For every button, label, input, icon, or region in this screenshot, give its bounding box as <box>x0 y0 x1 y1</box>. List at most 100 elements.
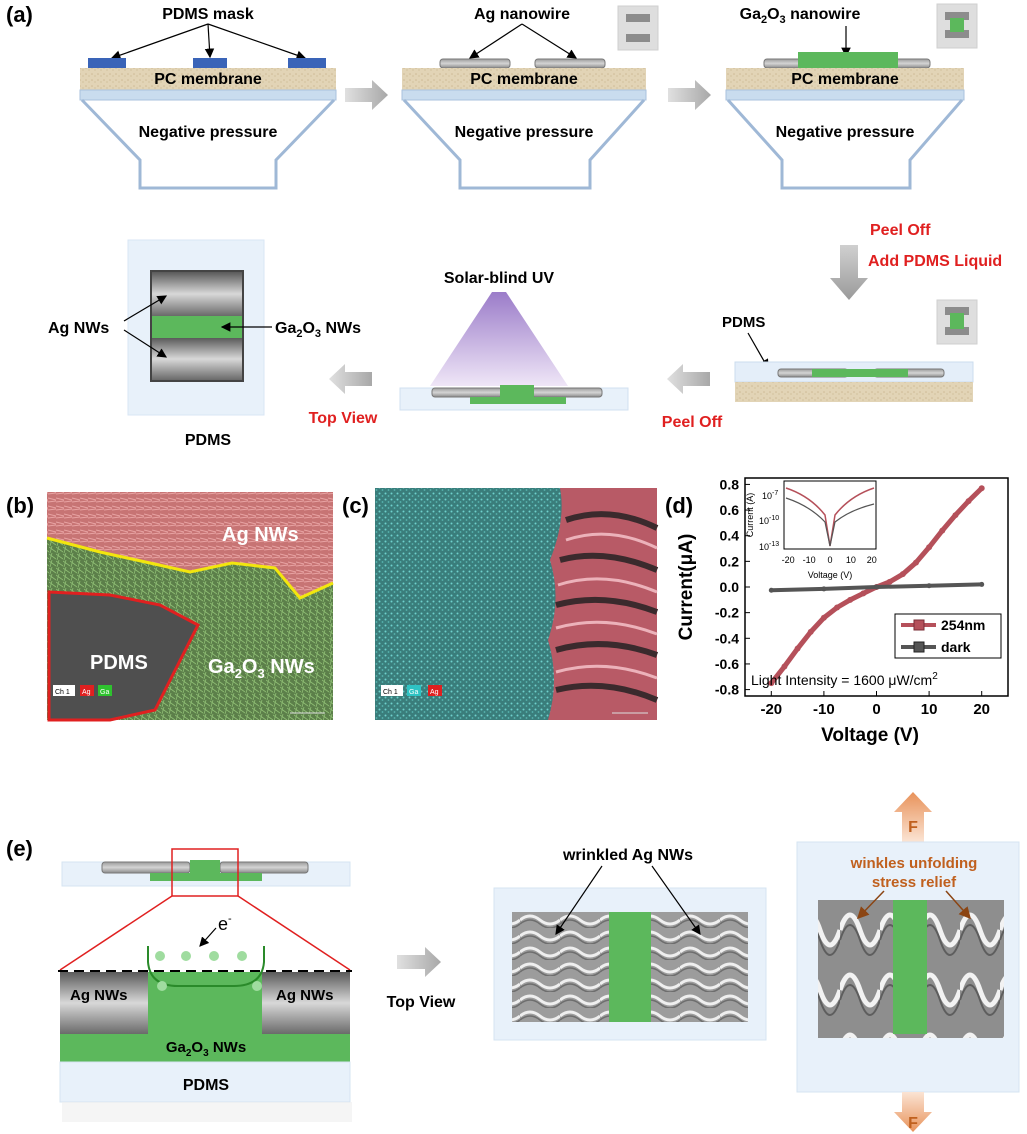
force-arrow-down <box>894 1092 932 1132</box>
data-point-254nm <box>847 596 854 603</box>
y-tick-label: 0.6 <box>720 502 740 518</box>
negative-pressure-label: Negative pressure <box>455 124 594 141</box>
data-point-254nm <box>952 512 959 519</box>
filter-base <box>79 89 337 101</box>
ag-nws-right-label: Ag NWs <box>276 987 334 1004</box>
data-point-254nm <box>939 527 946 534</box>
data-point-254nm <box>926 544 933 551</box>
force-label-bottom: F <box>908 1115 918 1132</box>
top-view-label: Top View <box>309 410 378 427</box>
pc-membrane <box>735 382 973 402</box>
y-tick-label: -0.6 <box>715 656 739 672</box>
funnel <box>80 98 336 190</box>
data-point-254nm <box>807 628 814 635</box>
pdms-label-e: PDMS <box>183 1077 230 1094</box>
data-point-254nm <box>860 590 867 597</box>
data-point-dark <box>926 583 932 589</box>
data-point-254nm <box>768 680 775 687</box>
wrinkled-device: wrinkled Ag NWs <box>493 847 767 1041</box>
sem-image-b: Ag NWs PDMS Ga2O3 NWs Ch 1 Ag Ga <box>46 492 334 722</box>
legend-dark: dark <box>941 639 971 655</box>
light-intensity-annotation: Light Intensity = 1600 μW/cm2 <box>751 671 938 688</box>
pc-membrane-label: PC membrane <box>470 71 578 88</box>
y-tick-label: -0.2 <box>715 605 739 621</box>
ag-nws-electrode <box>262 972 350 1034</box>
panel-label-a: (a) <box>6 2 33 27</box>
inset-x-label: Voltage (V) <box>808 570 853 580</box>
x-tick-label: 10 <box>921 701 938 718</box>
ga2o3-channel <box>152 316 242 338</box>
y-tick-label: 0.2 <box>720 553 740 569</box>
legend-ag: Ag <box>82 689 91 696</box>
step-2-filter: Ag nanowire PC membrane Negative pressur… <box>401 5 659 190</box>
panel-label-b: (b) <box>6 493 34 518</box>
solar-blind-label: Solar-blind UV <box>444 270 555 287</box>
inset-ytick: 10-7 <box>762 490 778 501</box>
peel-off-label-2: Peel Off <box>662 414 723 431</box>
ga2o3-nws-label-b: Ga2O3 NWs <box>208 656 315 681</box>
legend-ag: Ag <box>430 689 439 696</box>
x-axis-label: Voltage (V) <box>821 725 919 746</box>
ga2o3-nws-label-e: Ga2O3 NWs <box>166 1039 246 1059</box>
inset-x-tick-label: -20 <box>782 555 795 565</box>
uv-beam <box>430 292 568 386</box>
legend-ch1: Ch 1 <box>383 689 398 696</box>
ag-nanowire-film <box>439 58 511 69</box>
pc-membrane-label: PC membrane <box>791 71 899 88</box>
inset-x-tick-label: 20 <box>867 555 877 565</box>
ag-nanowire-label: Ag nanowire <box>474 6 570 23</box>
y-tick-label: 0.0 <box>720 579 740 595</box>
inset-y-label: Current (A) <box>745 493 755 538</box>
ag-nws-electrode <box>152 272 242 316</box>
ga2o3-channel <box>893 900 927 1034</box>
wrinkled-label: wrinkled Ag NWs <box>562 847 693 864</box>
pc-membrane <box>726 68 964 90</box>
y-tick-label: 0.4 <box>720 528 740 544</box>
ga2o3-nws-label: Ga2O3 NWs <box>275 320 361 340</box>
ga2o3-film <box>798 52 898 68</box>
pdms-label-b: PDMS <box>90 652 148 674</box>
stress-relief-label: stress relief <box>872 874 957 891</box>
panel-label-c: (c) <box>342 493 369 518</box>
y-tick-label: -0.8 <box>715 682 739 698</box>
peel-off-label-1: Peel Off <box>870 222 931 239</box>
data-point-dark <box>821 586 827 592</box>
top-view-device: Ag NWs Ga2O3 NWs PDMS <box>48 239 361 449</box>
uv-device: Solar-blind UV <box>399 270 629 411</box>
process-arrow <box>345 80 388 110</box>
y-tick-label: -0.4 <box>715 630 739 646</box>
process-arrow <box>667 364 710 394</box>
pdms-mask-block <box>193 58 227 68</box>
x-tick-label: 0 <box>872 701 880 718</box>
ga2o3-nanowire-label: Ga2O3 nanowire <box>740 6 861 26</box>
data-point-254nm <box>978 485 985 492</box>
unfolding-label: winkles unfolding <box>850 855 978 872</box>
legend-ch1: Ch 1 <box>55 689 70 696</box>
legend-254nm: 254nm <box>941 617 985 633</box>
step-3-filter: Ga2O3 nanowire PC membrane Negative pres… <box>725 3 978 190</box>
zoom-box <box>171 848 239 897</box>
inset-x-tick-label: -10 <box>803 555 816 565</box>
ag-nws-electrode <box>152 338 242 380</box>
data-point-254nm <box>965 498 972 505</box>
cross-section-device: e- Ag NWs Ag NWs Ga2O3 NWs PDMS <box>58 848 352 1122</box>
process-arrow <box>397 947 441 977</box>
y-axis-label: Current(μA) <box>676 534 697 641</box>
electron-label: e- <box>218 913 232 934</box>
data-point-254nm <box>834 604 841 611</box>
funnel <box>726 98 964 190</box>
ag-nws-electrode <box>60 972 148 1034</box>
data-point-254nm <box>912 559 919 566</box>
pdms-substrate <box>59 1061 351 1103</box>
filter-base <box>725 89 965 101</box>
data-point-dark <box>979 581 985 587</box>
legend-box <box>894 613 1002 659</box>
energy-band <box>147 946 265 987</box>
pdms-label: PDMS <box>722 314 765 331</box>
top-view-label-e: Top View <box>387 994 456 1011</box>
legend-ga: Ga <box>409 689 418 696</box>
filter-base <box>401 89 647 101</box>
data-point-254nm <box>781 663 788 670</box>
